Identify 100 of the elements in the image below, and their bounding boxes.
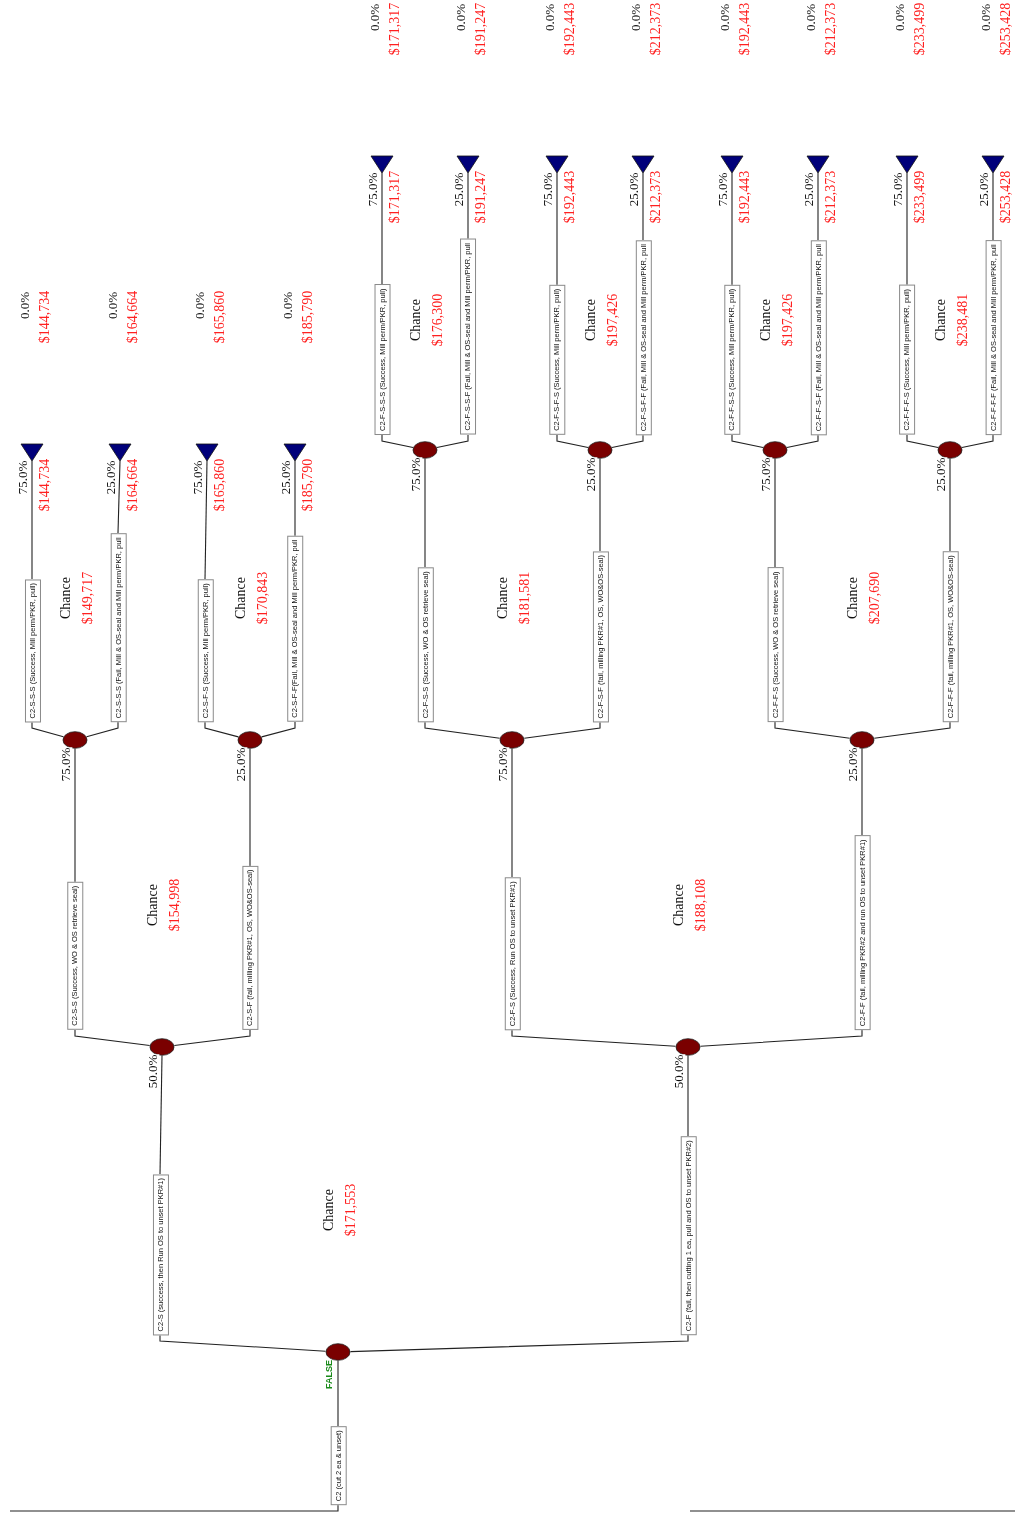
edge-label: 25.0%	[846, 748, 860, 782]
branch-line	[337, 1360, 339, 1427]
payoff-value: $165,860	[212, 290, 227, 344]
branch-line	[992, 172, 994, 241]
expected-value: $149,717	[80, 571, 95, 625]
chance-node	[849, 731, 875, 749]
chance-node	[937, 441, 963, 459]
edge-label: 25.0%	[934, 458, 948, 492]
edge-label: 75.0%	[496, 748, 510, 782]
payoff-value: $144,734	[37, 290, 52, 344]
payoff-value: $233,499	[912, 170, 927, 224]
branch-line	[906, 172, 908, 286]
edge-label: 75.0%	[759, 458, 773, 492]
branch-line	[687, 1055, 689, 1137]
branch-line	[731, 434, 764, 449]
branch-line	[467, 172, 469, 240]
branch-line	[599, 458, 601, 552]
branch-line	[611, 434, 644, 449]
expected-value: $197,426	[780, 293, 795, 347]
branch-line	[774, 721, 851, 739]
branch-line	[86, 721, 119, 738]
branch-line	[31, 460, 33, 580]
edge-label: 75.0%	[16, 460, 30, 494]
expected-value: $170,843	[255, 571, 270, 625]
node-type-label: Chance	[409, 299, 423, 341]
expected-value: $171,553	[343, 1183, 358, 1237]
payoff-value: $192,443	[562, 170, 577, 224]
branch-line	[424, 721, 501, 739]
branch-line	[731, 172, 733, 286]
chance-node	[762, 441, 788, 459]
node-type-label: Chance	[584, 299, 598, 341]
node-type-label: Chance	[322, 1189, 336, 1231]
branch-line	[204, 721, 239, 738]
branch-line	[642, 172, 644, 241]
payoff-value: $192,443	[737, 2, 752, 56]
branch-line	[249, 748, 251, 867]
branch-line	[261, 721, 296, 738]
payoff-value: $165,860	[212, 458, 227, 512]
branch-line	[294, 460, 296, 537]
branch-line	[31, 721, 64, 738]
branch-line	[117, 460, 121, 534]
payoff-value: $185,790	[300, 458, 315, 512]
branch-value: FALSE	[324, 1359, 334, 1389]
node-type-label: Chance	[759, 299, 773, 341]
chance-node	[325, 1343, 351, 1361]
branch-line	[699, 1029, 863, 1047]
expected-value: $197,426	[605, 293, 620, 347]
expected-value: $188,108	[693, 878, 708, 932]
probability-label: 0.0%	[105, 291, 119, 319]
chance-node	[62, 731, 88, 749]
edge-label: 25.0%	[802, 172, 816, 206]
branch-line	[74, 748, 76, 883]
branch-line	[556, 172, 558, 286]
expected-value: $176,300	[430, 293, 445, 347]
expected-value: $181,581	[517, 571, 532, 625]
branch-line	[873, 721, 951, 739]
edge-label: 75.0%	[366, 172, 380, 206]
node-type-label: Chance	[234, 577, 248, 619]
chance-node	[499, 731, 525, 749]
chance-node	[587, 441, 613, 459]
probability-label: 0.0%	[280, 291, 294, 319]
edge-label: 25.0%	[977, 172, 991, 206]
branch-line	[159, 1334, 327, 1352]
edge-label: 25.0%	[279, 460, 293, 494]
edge-label: 75.0%	[716, 172, 730, 206]
branch-line	[906, 434, 939, 449]
probability-label: 0.0%	[803, 3, 817, 31]
edge-label: 75.0%	[59, 748, 73, 782]
edge-label: 75.0%	[541, 172, 555, 206]
payoff-value: $212,373	[648, 2, 663, 56]
payoff-value: $192,443	[737, 170, 752, 224]
chance-node	[675, 1038, 701, 1056]
payoff-value: $171,317	[387, 170, 402, 224]
branch-line	[159, 1055, 163, 1175]
probability-label: 0.0%	[192, 291, 206, 319]
branch-line	[817, 172, 819, 241]
expected-value: $238,481	[955, 293, 970, 347]
node-type-label: Chance	[496, 577, 510, 619]
branch-line	[9, 1504, 339, 1512]
edge-label: 25.0%	[104, 460, 118, 494]
payoff-value: $212,373	[823, 170, 838, 224]
payoff-value: $191,247	[473, 170, 488, 224]
branch-line	[349, 1334, 689, 1353]
branch-line	[774, 458, 776, 568]
edge-label: 75.0%	[191, 460, 205, 494]
edge-label: 50.0%	[672, 1055, 686, 1089]
payoff-value: $185,790	[300, 290, 315, 344]
branch-line	[381, 434, 414, 449]
edge-label: 50.0%	[146, 1055, 160, 1089]
payoff-value: $233,499	[912, 2, 927, 56]
edge-label: 25.0%	[234, 748, 248, 782]
chance-node	[237, 731, 263, 749]
payoff-value: $191,247	[473, 2, 488, 56]
edge-label: 75.0%	[409, 458, 423, 492]
payoff-value: $253,428	[998, 2, 1013, 56]
node-type-label: Chance	[59, 577, 73, 619]
branch-line	[961, 434, 994, 449]
branch-line	[949, 458, 951, 552]
probability-label: 0.0%	[717, 3, 731, 31]
probability-label: 0.0%	[978, 3, 992, 31]
